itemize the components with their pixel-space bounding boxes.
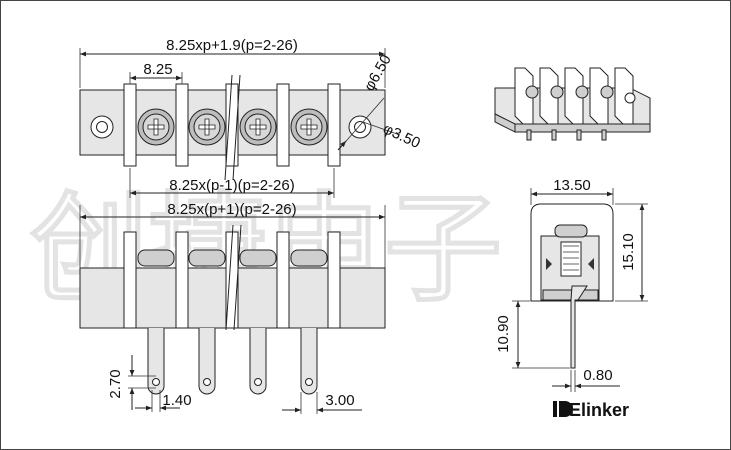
pin — [300, 328, 318, 395]
overall-dimension: 8.25xp+1.9(p=2-26) — [166, 37, 298, 54]
side-pin-length-dimension: 10.90 — [495, 315, 512, 353]
outer-span-dimension: 8.25x(p+1)(p=2-26) — [167, 201, 296, 218]
front-view: 8.25x(p-1)(p=2-26) 8.25x(p+1)(p=2-26) — [79, 168, 386, 414]
barrier — [276, 231, 290, 329]
pin — [249, 328, 267, 395]
side-pin — [570, 285, 588, 369]
pin — [147, 328, 165, 395]
screw-head — [290, 249, 328, 267]
screw-head — [137, 249, 175, 267]
pitch-dimension: 8.25 — [143, 61, 172, 78]
barrier — [123, 83, 137, 167]
barrier — [123, 231, 137, 329]
logo-text: Elinker — [569, 400, 629, 420]
screw-icon — [290, 108, 328, 146]
break-line — [224, 74, 233, 181]
barrier — [225, 231, 239, 329]
screw-icon — [137, 108, 175, 146]
barrier — [175, 83, 189, 167]
pin — [198, 328, 216, 395]
isometric-view — [494, 67, 651, 141]
left-mount-hole-inner — [96, 121, 108, 133]
screw-head — [188, 249, 226, 267]
pin-width-dimension: 1.40 — [162, 392, 191, 409]
hole-inner-diameter: φ3.50 — [380, 120, 422, 152]
break-line — [232, 74, 241, 181]
right-mount-hole-inner — [354, 121, 366, 133]
elinker-logo: Elinker — [553, 400, 629, 420]
side-width-dimension: 13.50 — [553, 177, 591, 194]
screw-icon — [188, 108, 226, 146]
hole-outer-diameter: φ6.50 — [361, 52, 395, 94]
barrier — [327, 231, 341, 329]
inner-span-dimension: 8.25x(p-1)(p=2-26) — [169, 177, 294, 194]
side-pin-thickness-dimension: 0.80 — [583, 367, 612, 384]
screw-head — [554, 224, 588, 238]
logo-mark-icon — [553, 401, 573, 417]
pin-slot-dimension: 2.70 — [107, 369, 124, 398]
barrier — [175, 231, 189, 329]
barrier — [276, 83, 290, 167]
top-view: 8.25xp+1.9(p=2-26) 8.25 φ6.50 φ3.50 — [79, 37, 423, 181]
side-height-dimension: 15.10 — [620, 233, 637, 271]
screw-head — [239, 249, 277, 267]
pin-spacing-dimension: 3.00 — [325, 392, 354, 409]
side-view: 13.50 15.10 10.90 0.80 — [495, 177, 648, 392]
barrier — [327, 83, 341, 167]
screw-icon — [239, 108, 277, 146]
